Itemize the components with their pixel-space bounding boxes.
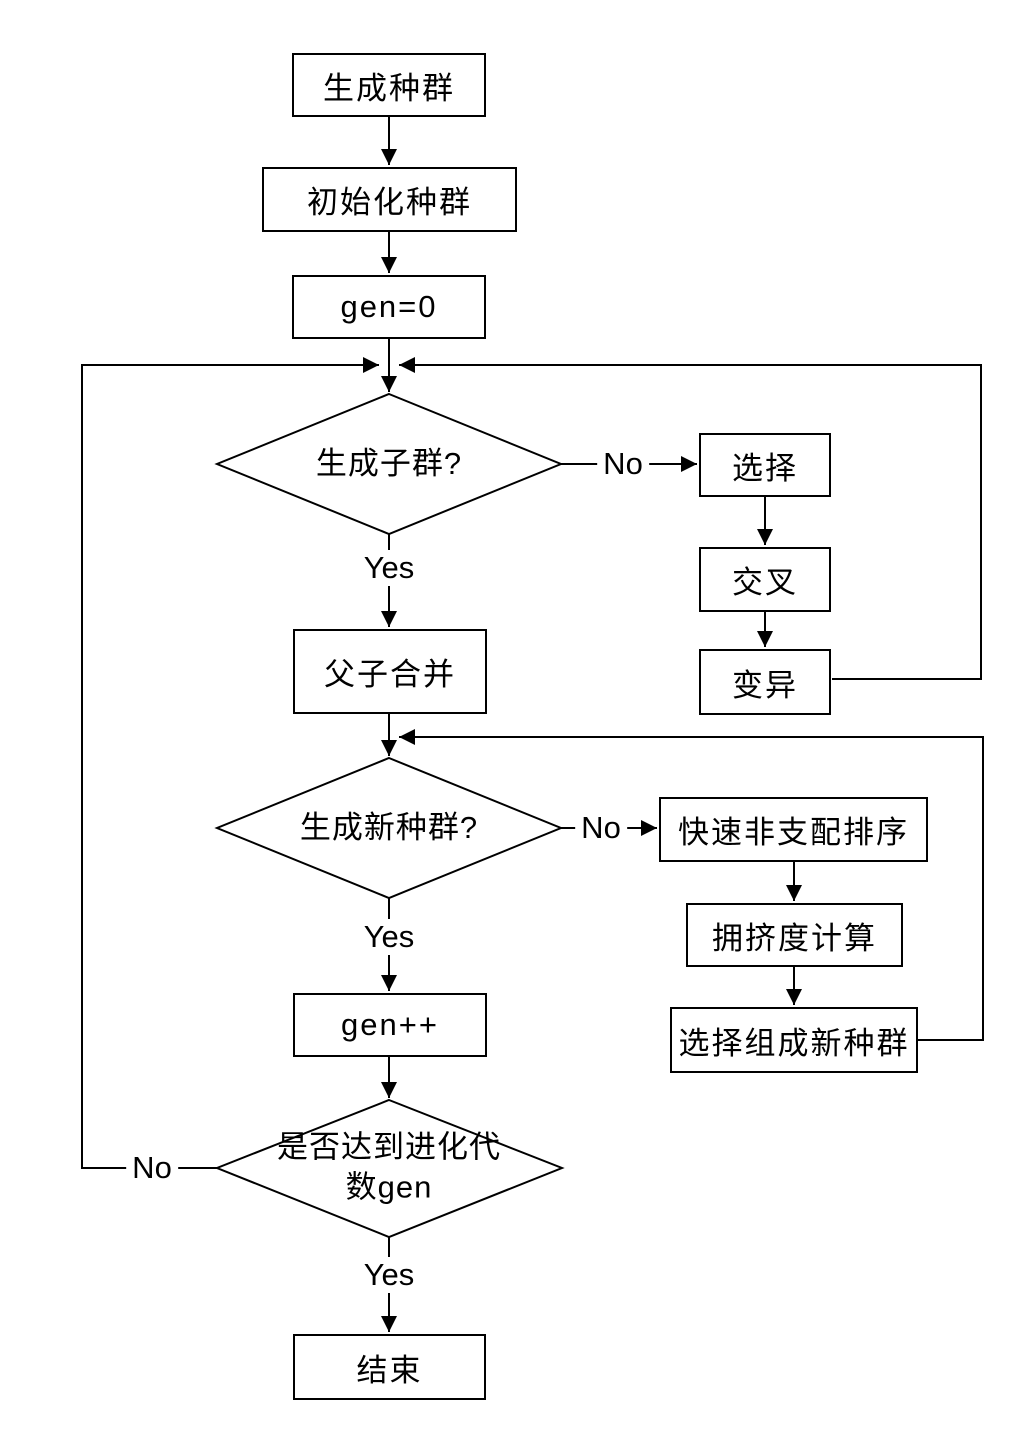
edge-label-new-population-yes: Yes <box>357 919 421 955</box>
node-crowding-distance-calc: 拥挤度计算 <box>686 903 903 967</box>
node-end: 结束 <box>293 1334 486 1400</box>
edge-label-generations-yes: Yes <box>357 1257 421 1293</box>
arrow-selectnew-loop-to-decision2-junction <box>399 729 984 1041</box>
decision-generate-offspring-label: 生成子群? <box>315 445 463 481</box>
edge-label-offspring-no: No <box>597 446 649 482</box>
edge-label-new-population-no: No <box>575 810 627 846</box>
arrow-mutation-loop-to-decision1-junction <box>399 357 982 680</box>
node-generate-population: 生成种群 <box>292 53 486 117</box>
decision-reached-generations-label: 是否达到进化代数gen <box>277 1129 501 1205</box>
node-select-form-new-population: 选择组成新种群 <box>670 1007 918 1073</box>
node-mutation: 变异 <box>699 649 831 715</box>
node-selection: 选择 <box>699 433 831 497</box>
node-merge-parent-offspring: 父子合并 <box>293 629 487 714</box>
node-gen-zero: gen=0 <box>292 275 486 339</box>
edge-label-generations-no: No <box>126 1150 178 1186</box>
node-fast-nondominated-sorting: 快速非支配排序 <box>659 797 928 862</box>
decision-new-population-label: 生成新种群? <box>299 809 479 845</box>
node-crossover: 交叉 <box>699 547 831 612</box>
node-initialize-population: 初始化种群 <box>262 167 517 232</box>
node-gen-increment: gen++ <box>293 993 487 1057</box>
edge-label-offspring-yes: Yes <box>357 550 421 586</box>
